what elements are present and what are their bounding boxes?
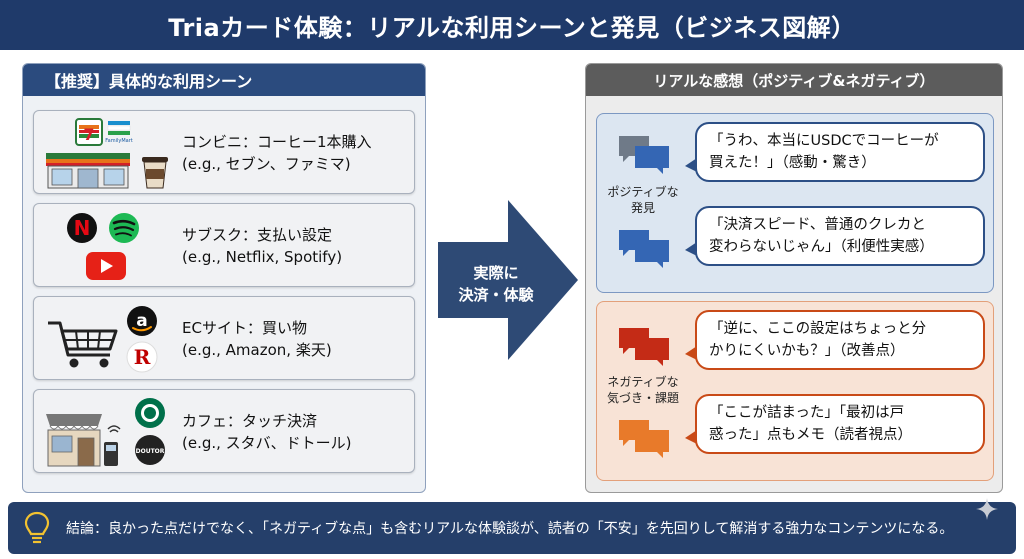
starbucks-logo: [135, 398, 165, 428]
bubble-line: 惑った」点もメモ（読者視点）: [709, 427, 912, 443]
svg-text:7: 7: [83, 125, 94, 144]
speech-bubble: 「逆に、ここの設定はちょっと分 かりにくいかも？」（改善点）: [685, 310, 985, 370]
case-text: カフェ：タッチ決済 (e.g., スタバ、ドトール): [182, 410, 352, 454]
sparkle-icon: [976, 498, 998, 520]
case-example: (e.g., スタバ、ドトール): [182, 434, 352, 452]
flow-arrow-icon: [438, 200, 578, 360]
cafe-shop-icon: [46, 414, 102, 467]
bubble-line: かりにくいかも？」（改善点）: [709, 343, 905, 359]
doutor-logo: DOUTOR: [135, 435, 165, 465]
spotify-logo: [109, 213, 139, 243]
title-bar: Triaカード体験：リアルな利用シーンと発見（ビジネス図解）: [0, 0, 1024, 50]
coffee-cup-icon: [142, 157, 168, 189]
case-title: サブスク：支払い設定: [182, 226, 333, 244]
case-text: コンビニ：コーヒー1本購入 (e.g., セブン、ファミマ): [182, 131, 372, 175]
case-text: ECサイト：買い物 (e.g., Amazon, 楽天): [182, 317, 332, 361]
card-terminal-icon: [104, 425, 121, 466]
arrow-label-line2: 決済・体験: [458, 286, 534, 304]
negative-label-line1: ネガティブな: [607, 375, 679, 389]
lightbulb-icon: [24, 511, 50, 544]
impressions-panel: リアルな感想（ポジティブ&ネガティブ） ポジティブな 発見 「うわ、本当にUSD…: [585, 63, 1003, 493]
bubble-line: 「逆に、ここの設定はちょっと分: [709, 321, 927, 337]
convenience-store-icon: 7 FamilyMart: [46, 118, 168, 189]
familymart-logo: FamilyMart: [105, 121, 133, 144]
amazon-logo: a: [127, 306, 157, 336]
bubble-line: 「ここが詰まった」「最初は戸: [709, 405, 905, 421]
case-example: (e.g., Amazon, 楽天): [182, 341, 332, 359]
cart-icon: [48, 321, 118, 368]
cafe-icon: DOUTOR: [46, 398, 165, 467]
positive-label-line2: 発見: [630, 201, 655, 215]
bubble-line: 「うわ、本当にUSDCでコーヒーが: [709, 133, 939, 149]
chat-bubbles-icon: [619, 328, 669, 366]
rakuten-logo: R: [126, 341, 158, 373]
svg-text:FamilyMart: FamilyMart: [105, 138, 133, 144]
svg-text:DOUTOR: DOUTOR: [136, 448, 165, 455]
arrow-label-line1: 実際に: [473, 264, 519, 282]
positive-label: ポジティブな 発見: [601, 184, 685, 216]
negative-findings-box: ネガティブな 気づき・課題 「逆に、ここの設定はちょっと分 かりにくいかも？」（…: [596, 301, 994, 481]
arrow-label: 実際に 決済・体験: [452, 262, 540, 306]
chat-bubbles-icon: [619, 420, 669, 458]
bubble-line: 「決済スピード、普通のクレカと: [709, 217, 926, 233]
usage-scenes-panel: 【推奨】具体的な利用シーン 7 FamilyMart: [22, 63, 426, 493]
svg-text:N: N: [74, 216, 91, 240]
negative-label-line2: 気づき・課題: [606, 391, 679, 405]
case-title: ECサイト：買い物: [182, 319, 307, 337]
negative-label: ネガティブな 気づき・課題: [601, 374, 685, 406]
usage-scenes-header: 【推奨】具体的な利用シーン: [23, 64, 425, 96]
speech-bubble: 「うわ、本当にUSDCでコーヒーが 買えた！」（感動・驚き）: [685, 122, 985, 182]
positive-label-line1: ポジティブな: [607, 185, 679, 199]
svg-text:R: R: [134, 345, 151, 369]
case-card-cafe: DOUTOR カフェ：タッチ決済 (e.g., スタバ、ドトール): [33, 389, 415, 473]
case-card-subscription: N サブスク：支払い設定 (e.g., Netflix, Spotify): [33, 203, 415, 287]
case-title: カフェ：タッチ決済: [182, 412, 318, 430]
speech-bubble: 「決済スピード、普通のクレカと 変わらないじゃん」（利便性実感）: [685, 206, 985, 266]
netflix-logo: N: [67, 213, 97, 243]
bubble-line: 変わらないじゃん」（利便性実感）: [709, 239, 934, 255]
youtube-logo: [86, 252, 126, 280]
conclusion-bar: 結論：良かった点だけでなく、「ネガティブな点」も含むリアルな体験談が、読者の「不…: [8, 502, 1016, 554]
case-title: コンビニ：コーヒー1本購入: [182, 133, 372, 151]
chat-bubbles-icon: [619, 136, 669, 174]
subscription-icon: N: [67, 213, 139, 280]
case-example: (e.g., Netflix, Spotify): [182, 248, 343, 266]
positive-findings-box: ポジティブな 発見 「うわ、本当にUSDCでコーヒーが 買えた！」（感動・驚き）…: [596, 113, 994, 293]
case-example: (e.g., セブン、ファミマ): [182, 155, 351, 173]
case-card-convenience: 7 FamilyMart: [33, 110, 415, 194]
svg-text:a: a: [136, 311, 147, 331]
case-card-ec: a R ECサイト：買い物 (e.g., Amazon, 楽天): [33, 296, 415, 380]
conclusion-text: 結論：良かった点だけでなく、「ネガティブな点」も含むリアルな体験談が、読者の「不…: [66, 521, 954, 537]
7-eleven-logo: 7: [75, 118, 103, 146]
impressions-header: リアルな感想（ポジティブ&ネガティブ）: [586, 64, 1002, 96]
chat-bubbles-icon: [619, 230, 669, 268]
bubble-line: 買えた！」（感動・驚き）: [709, 155, 876, 171]
page-title: Triaカード体験：リアルな利用シーンと発見（ビジネス図解）: [168, 13, 856, 42]
case-text: サブスク：支払い設定 (e.g., Netflix, Spotify): [182, 224, 342, 268]
speech-bubble: 「ここが詰まった」「最初は戸 惑った」点もメモ（読者視点）: [685, 394, 985, 454]
shopping-cart-icon: a R: [48, 306, 158, 373]
